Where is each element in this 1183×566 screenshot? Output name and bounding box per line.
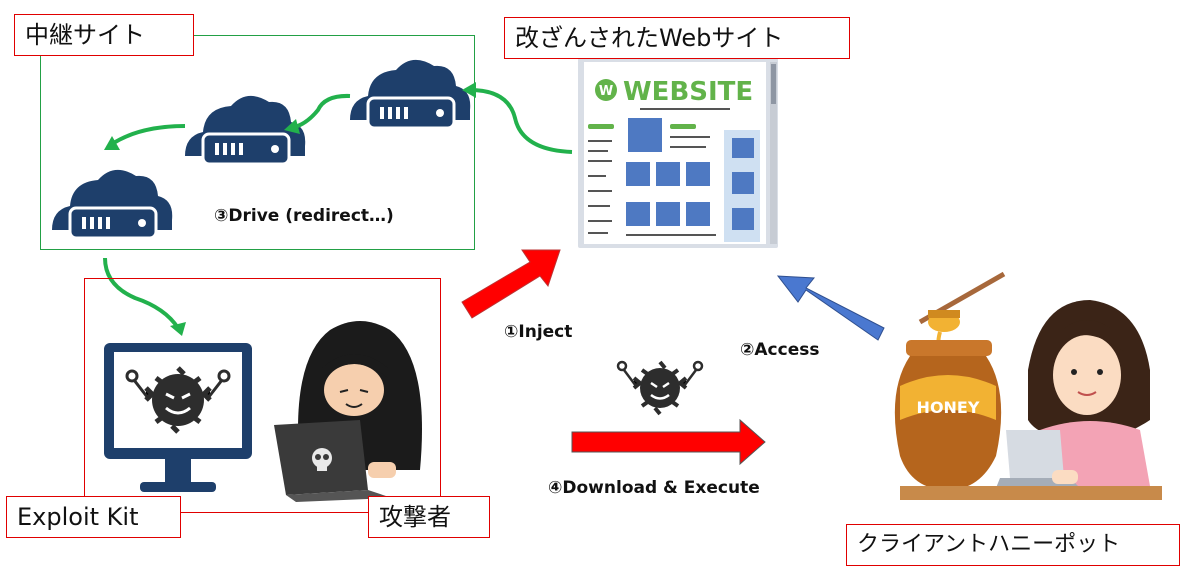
server-cloud-icon-1 [348, 58, 472, 130]
drive-step-label: ③Drive (redirect…) [214, 206, 394, 226]
client-honeypot-label: クライアントハニーポット [846, 524, 1180, 566]
server-cloud-icon-3 [50, 168, 174, 240]
website-logo: WEBSITE [623, 77, 753, 107]
website-illustration: W WEBSITE [578, 58, 778, 248]
client-honeypot-illustration: HONEY [894, 271, 1162, 500]
download-arrow [571, 418, 766, 466]
access-arrow [776, 275, 885, 341]
download-step-label: ④Download & Execute [548, 478, 760, 498]
redirect-arrow-2 [289, 93, 351, 130]
attacker-illustration [274, 321, 422, 502]
redirect-arrow-3 [110, 124, 186, 146]
honey-jar-text: HONEY [917, 398, 980, 417]
exploit-kit-label: Exploit Kit [6, 496, 181, 538]
redirect-arrow-1 [469, 88, 573, 154]
redirect-arrow-4 [103, 257, 180, 330]
exploit-kit-monitor-icon [104, 343, 252, 492]
svg-text:W: W [599, 84, 613, 99]
attacker-label: 攻撃者 [368, 496, 490, 538]
attacker-group [84, 278, 441, 513]
inject-arrow [461, 249, 561, 319]
tampered-site-label: 改ざんされたWebサイト [504, 17, 850, 59]
malware-bug-icon [616, 360, 704, 416]
relay-site-label: 中継サイト [14, 14, 194, 56]
inject-step-label: ①Inject [504, 322, 573, 342]
access-step-label: ②Access [740, 340, 820, 360]
relay-site-group [40, 35, 475, 250]
